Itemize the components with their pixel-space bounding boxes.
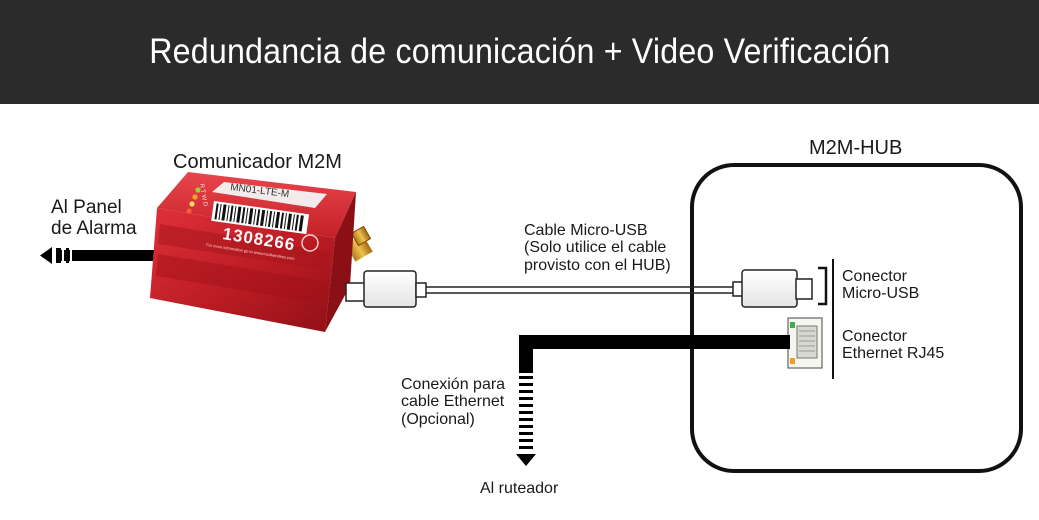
arrow-down-icon bbox=[516, 454, 536, 466]
hub-label: M2M-HUB bbox=[809, 137, 903, 159]
page-title: Redundancia de comunicación + Video Veri… bbox=[148, 32, 891, 71]
communicator-device: MN01-LTE-M 1308266 For more information … bbox=[150, 172, 356, 332]
ethernet-optional-label: Conexión para cable Ethernet (Opcional) bbox=[401, 376, 506, 428]
micro-usb-cable bbox=[345, 269, 813, 308]
led-indicator bbox=[192, 194, 198, 200]
rj45-port-icon bbox=[787, 317, 823, 369]
connection-diagram: MN01-LTE-M 1308266 For more information … bbox=[40, 163, 1023, 473]
usb-connector-label: Conector Micro-USB bbox=[842, 268, 920, 303]
to-router-label: Al ruteador bbox=[480, 480, 559, 497]
led-indicator bbox=[186, 208, 192, 214]
barcode bbox=[211, 201, 310, 235]
device-led-letters: R T W D bbox=[198, 183, 208, 207]
panel-cable bbox=[40, 247, 160, 264]
title-bar: Redundancia de comunicación + Video Veri… bbox=[0, 0, 1039, 104]
led-indicator bbox=[195, 187, 201, 193]
ethernet-cable bbox=[516, 335, 790, 466]
hub-box bbox=[690, 163, 1023, 473]
communicator-label: Comunicador M2M bbox=[173, 151, 342, 173]
led-indicator bbox=[189, 201, 195, 207]
micro-usb-port-icon bbox=[818, 266, 828, 306]
usb-cable-label: Cable Micro-USB (Solo utilice el cable p… bbox=[524, 222, 671, 274]
to-panel-label: Al Panel de Alarma bbox=[51, 197, 137, 239]
rj45-connector-label: Conector Ethernet RJ45 bbox=[842, 328, 945, 363]
certification-logo-icon bbox=[301, 234, 319, 252]
